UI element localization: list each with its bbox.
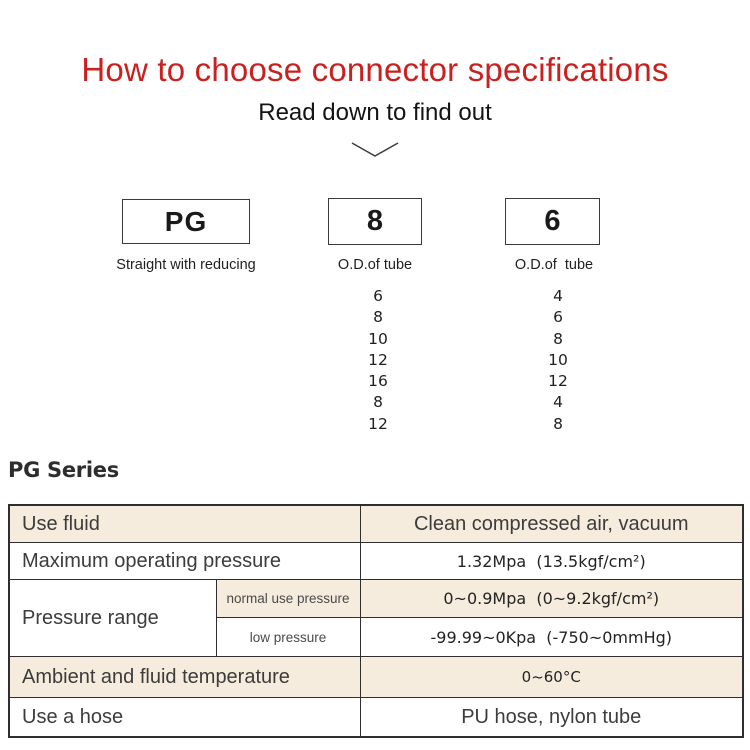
code-label-tube-od-1: O.D.of tube xyxy=(337,257,413,273)
ambient-temp-value: 0~60°C xyxy=(359,656,744,698)
chevron-down-icon xyxy=(351,142,399,157)
tube-od-option: 6 xyxy=(553,308,563,327)
table-row-use-fluid: Use fluid Clean compressed air, vacuum xyxy=(8,504,744,543)
page-title: How to choose connector specifications xyxy=(81,51,669,88)
tube-od-option: 8 xyxy=(373,393,383,412)
code-label-pg: Straight with reducing xyxy=(116,257,256,273)
max-pressure-label: Maximum operating pressure xyxy=(8,542,361,580)
tube-od-option: 10 xyxy=(368,329,388,348)
tube-od-option: 10 xyxy=(548,350,568,369)
table-row-ambient-temp: Ambient and fluid temperature 0~60°C xyxy=(8,656,744,698)
tube-od-option: 6 xyxy=(373,287,383,305)
tube-od-option: 8 xyxy=(373,308,383,327)
spec-table: Use fluid Clean compressed air, vacuum M… xyxy=(8,504,744,738)
max-pressure-value: 1.32Mpa (13.5kgf/cm²) xyxy=(359,542,744,580)
tube-od-option: 4 xyxy=(553,287,563,305)
tube-od-option: 12 xyxy=(368,350,388,369)
normal-use-pressure-label: normal use pressure xyxy=(215,579,361,618)
tube-od-options-2: 4 6 8 10 12 4 8 xyxy=(510,286,606,435)
code-box-pg: PG xyxy=(122,199,250,244)
code-box-tube-od-2: 6 xyxy=(505,198,600,245)
use-fluid-label: Use fluid xyxy=(8,504,361,543)
tube-od-option: 12 xyxy=(548,372,568,391)
use-fluid-value: Clean compressed air, vacuum xyxy=(359,504,744,543)
pressure-range-label: Pressure range xyxy=(8,579,217,657)
table-row-hose: Use a hose PU hose, nylon tube xyxy=(8,697,744,738)
table-row-pressure-range-low: low pressure -99.99~0Kpa (-750~0mmHg) xyxy=(9,617,744,657)
tube-od-options-1: 6 8 10 12 16 8 12 xyxy=(330,286,426,435)
tube-od-option: 8 xyxy=(553,414,563,433)
tube-od-option: 4 xyxy=(553,393,563,412)
series-heading: PG Series xyxy=(8,458,119,482)
table-row-pressure-range-normal: Pressure range normal use pressure 0~0.9… xyxy=(8,579,744,657)
hose-label: Use a hose xyxy=(8,697,361,738)
table-row-max-pressure: Maximum operating pressure 1.32Mpa (13.5… xyxy=(8,542,744,580)
hose-value: PU hose, nylon tube xyxy=(359,697,744,738)
tube-od-option: 16 xyxy=(368,372,388,391)
code-box-tube-od-1: 8 xyxy=(328,198,422,245)
low-pressure-label: low pressure xyxy=(215,617,361,657)
ambient-temp-label: Ambient and fluid temperature xyxy=(8,656,361,698)
tube-od-option: 8 xyxy=(553,329,563,348)
normal-use-pressure-value: 0~0.9Mpa (0~9.2kgf/cm²) xyxy=(359,579,744,618)
code-label-tube-od-2: O.D.of tube xyxy=(514,257,594,273)
tube-od-option: 12 xyxy=(368,414,388,433)
low-pressure-value: -99.99~0Kpa (-750~0mmHg) xyxy=(359,617,744,657)
page-subtitle: Read down to find out xyxy=(258,99,492,126)
